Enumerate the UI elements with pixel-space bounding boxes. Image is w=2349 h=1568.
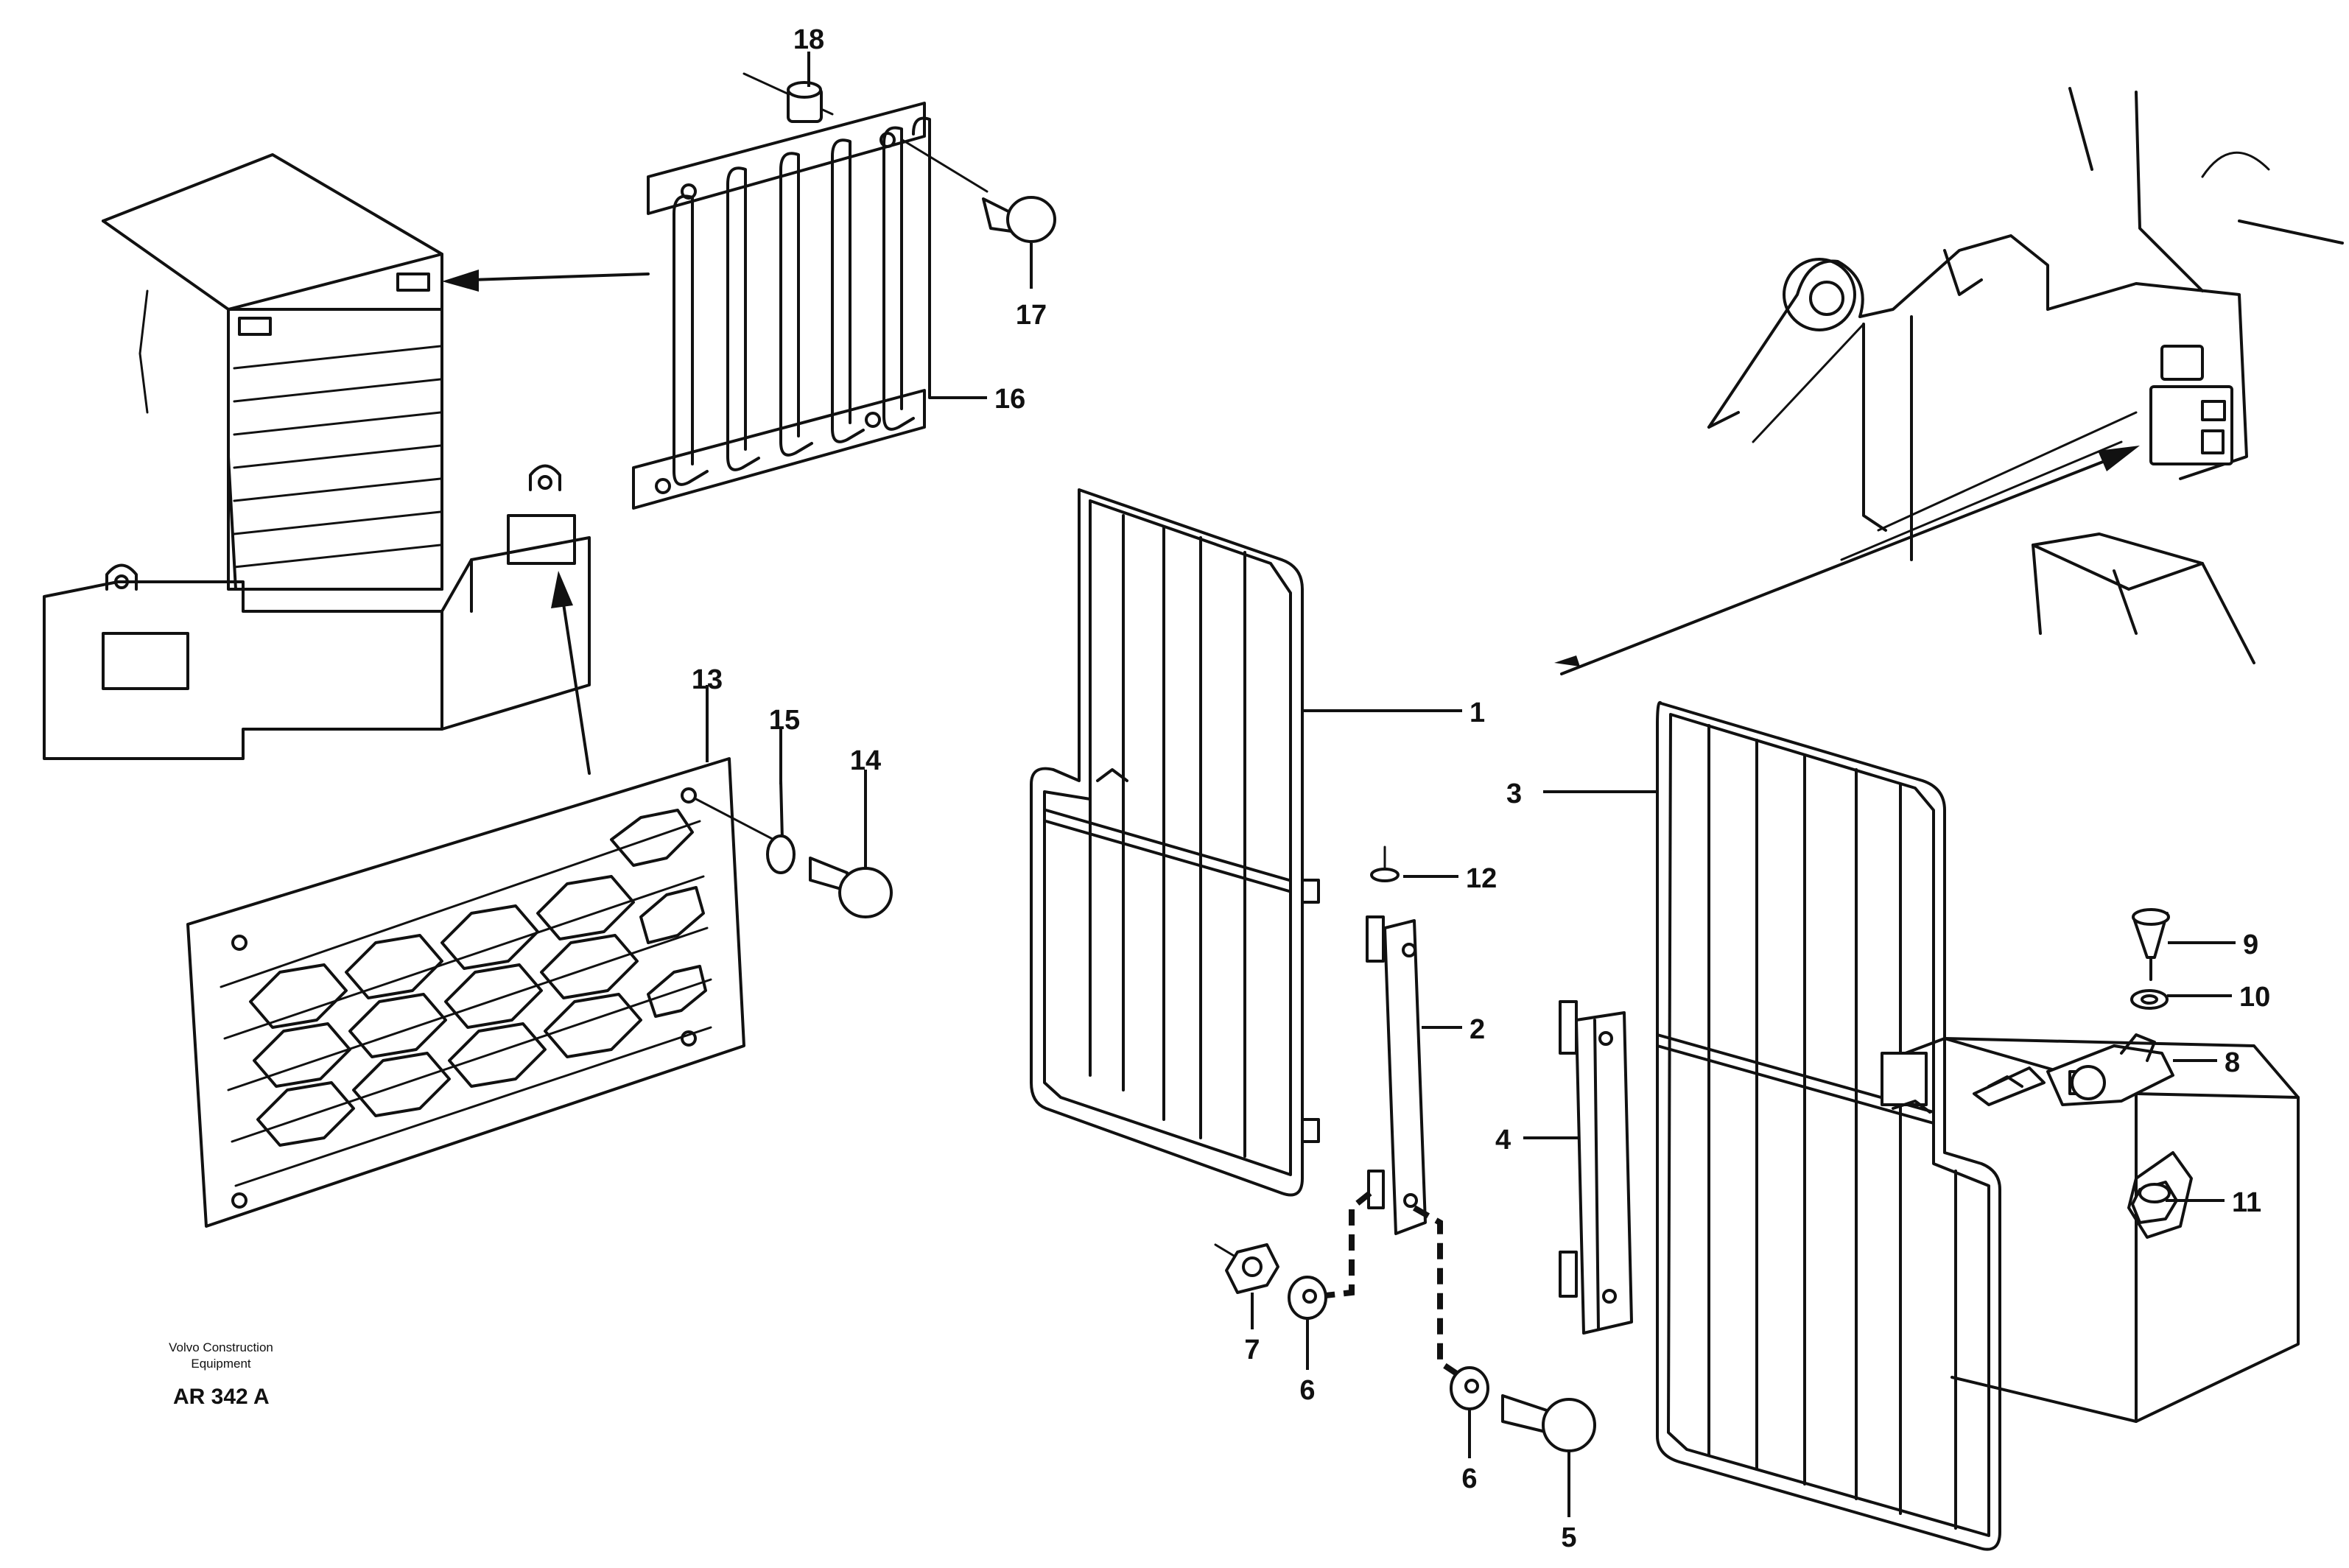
callout-1: 1 xyxy=(1470,697,1485,728)
company-name-line2: Equipment xyxy=(191,1357,251,1371)
company-name-line1: Volvo Construction xyxy=(169,1340,273,1354)
leader-lines xyxy=(706,52,2236,1517)
machine-rear-illustration xyxy=(43,153,650,775)
callout-labels: 18 17 16 13 15 14 1 12 2 3 4 9 10 8 11 7… xyxy=(692,24,2270,1553)
part-7-nut xyxy=(1214,1243,1279,1294)
part-8-latch xyxy=(1973,1033,2174,1106)
callout-6-left: 6 xyxy=(1299,1375,1315,1406)
callout-2: 2 xyxy=(1470,1014,1485,1045)
callout-8: 8 xyxy=(2225,1047,2240,1078)
callout-12: 12 xyxy=(1466,863,1497,894)
callout-10: 10 xyxy=(2239,982,2270,1013)
part-2-hinge-plate xyxy=(1318,919,1464,1380)
part-15-washer xyxy=(695,779,796,874)
drawing-footer: Volvo Construction Equipment AR 342 A xyxy=(169,1340,273,1409)
part-9-screw xyxy=(2132,908,2170,981)
callout-13: 13 xyxy=(692,664,723,695)
drawing-code: AR 342 A xyxy=(173,1385,270,1409)
callout-5: 5 xyxy=(1561,1522,1576,1553)
part-13-mesh-grille xyxy=(186,757,745,1228)
callout-17: 17 xyxy=(1016,300,1047,331)
callout-6-right: 6 xyxy=(1461,1463,1477,1494)
part-11-nut xyxy=(2131,1181,2178,1224)
part-5-bolt xyxy=(1501,1394,1596,1452)
part-1-grille-door xyxy=(1030,488,1320,1197)
callout-16: 16 xyxy=(994,384,1025,415)
callout-14: 14 xyxy=(850,745,881,776)
part-6-washer-left xyxy=(1288,1276,1327,1320)
part-14-bolt xyxy=(809,857,893,918)
part-6-washer-right xyxy=(1450,1366,1489,1410)
callout-15: 15 xyxy=(769,705,800,736)
part-10-washer xyxy=(2130,989,2169,1010)
part-18-spacer xyxy=(742,72,834,123)
callout-11: 11 xyxy=(2232,1187,2261,1218)
loader-rear-illustration xyxy=(1554,87,2344,675)
part-4-hinge xyxy=(1559,1000,1633,1335)
part-16-bar-guard xyxy=(632,102,931,510)
equipment-box xyxy=(1881,1037,2300,1423)
callout-4: 4 xyxy=(1495,1125,1511,1156)
part-3-grille-door xyxy=(1656,700,2001,1551)
callout-3: 3 xyxy=(1506,778,1522,809)
part-12-washer xyxy=(1366,845,1400,963)
part-17-bolt xyxy=(901,138,1056,243)
callout-18: 18 xyxy=(793,24,824,55)
callout-9: 9 xyxy=(2243,929,2258,960)
callout-7: 7 xyxy=(1244,1335,1260,1365)
